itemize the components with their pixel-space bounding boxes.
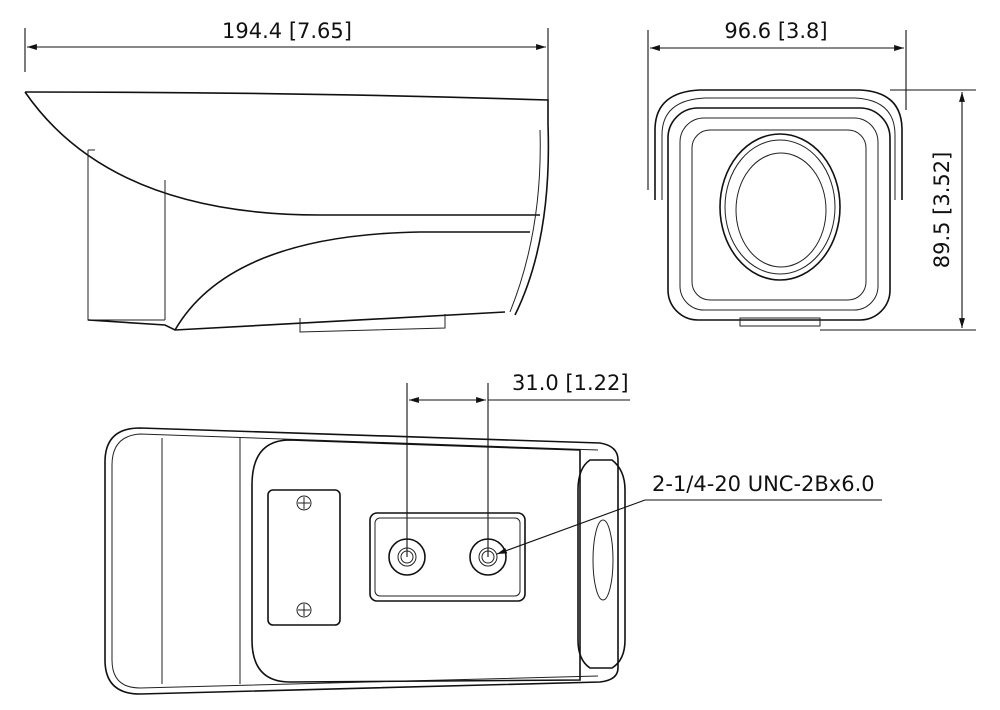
- callout-leader: [496, 499, 646, 555]
- mount-hole-right: [469, 538, 507, 576]
- lens-ring: [724, 139, 836, 275]
- body-lower-curve: [174, 231, 530, 331]
- screw-icon: [296, 495, 312, 511]
- mount-plate-inner: [374, 517, 521, 597]
- front-view: 96.6 [3.8] 89.5 [3.52]: [647, 19, 976, 331]
- mount-thread-callout: 2-1/4-20 UNC-2Bx6.0: [652, 472, 875, 496]
- hood-outer: [654, 89, 903, 200]
- body-outline: [104, 427, 619, 695]
- lens-inner: [735, 152, 827, 268]
- height-dimension-label: 89.5 [3.52]: [930, 152, 954, 269]
- length-dimension-label: 194.4 [7.65]: [222, 19, 352, 43]
- width-dimension-label: 96.6 [3.8]: [724, 19, 827, 43]
- front-bezel: [509, 129, 541, 313]
- front-window: [592, 519, 614, 601]
- bezel: [679, 117, 879, 311]
- sunshield-top: [24, 91, 549, 125]
- front-glass: [691, 129, 867, 301]
- side-view: 194.4 [7.65]: [24, 19, 550, 333]
- front-cap: [577, 459, 626, 669]
- sunshield-underside: [24, 91, 540, 216]
- bottom-view: 31.0 [1.22] 2-1/4-20 UNC-2Bx6.0: [104, 371, 882, 695]
- lens-outer: [719, 133, 841, 281]
- hole-spacing-label: 31.0 [1.22]: [512, 371, 629, 395]
- base-line: [87, 311, 506, 331]
- housing-plate: [251, 439, 581, 683]
- hood-inner: [661, 97, 896, 200]
- access-cover: [267, 489, 341, 626]
- mount-hole-left: [388, 538, 426, 576]
- housing-front: [667, 107, 891, 321]
- screw-icon: [296, 602, 312, 618]
- bottom-mount: [739, 317, 821, 327]
- bottom-plate: [299, 314, 446, 333]
- mount-plate: [369, 512, 526, 602]
- front-edge: [514, 124, 550, 316]
- mount-block: [87, 149, 166, 321]
